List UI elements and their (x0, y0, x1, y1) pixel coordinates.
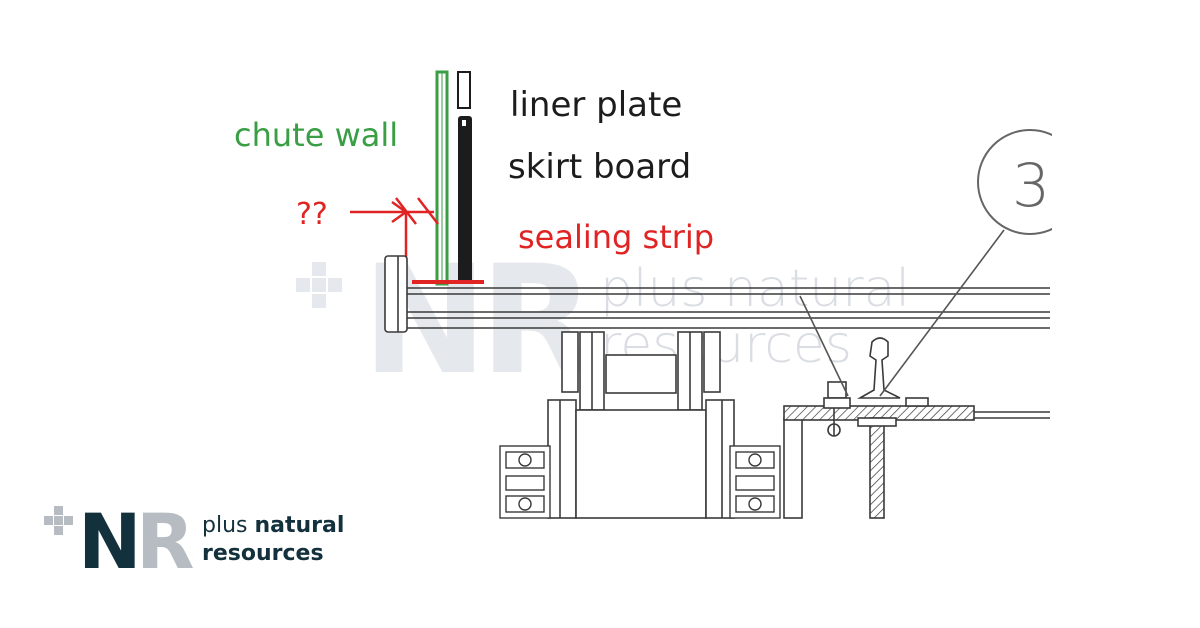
brand-word-resources: resources (202, 541, 324, 566)
support-structure (547, 399, 735, 519)
watermark-line1: plus natural (600, 259, 910, 319)
bearing-left (499, 445, 551, 519)
label-chute-wall: chute wall (234, 116, 398, 154)
rail-assembly (783, 337, 1050, 519)
bracket (561, 331, 721, 411)
callout-number: 3 (1012, 151, 1050, 221)
brand-wordmark: plus natural resources (202, 512, 344, 568)
label-liner-plate: liner plate (510, 85, 682, 125)
liner-plate-shape (457, 71, 471, 109)
watermark-dots-icon (296, 262, 342, 308)
logo-dots-icon (44, 506, 73, 535)
brand-word-natural: natural (254, 513, 345, 538)
label-skirt-board: skirt board (508, 147, 691, 187)
label-sealing-strip: sealing strip (518, 218, 714, 256)
watermark: NR plus natural resources (296, 234, 910, 408)
brand-logo: N R (44, 502, 195, 582)
skirt-board-shape (458, 116, 472, 284)
dimension-marker (350, 197, 439, 258)
logo-mark-r: R (136, 502, 195, 582)
bearing-right (729, 445, 781, 519)
chute-wall-shape (435, 70, 449, 286)
logo-mark-n: N (78, 502, 142, 582)
brand-word-plus: plus (202, 513, 248, 538)
label-dimension: ?? (296, 197, 328, 232)
